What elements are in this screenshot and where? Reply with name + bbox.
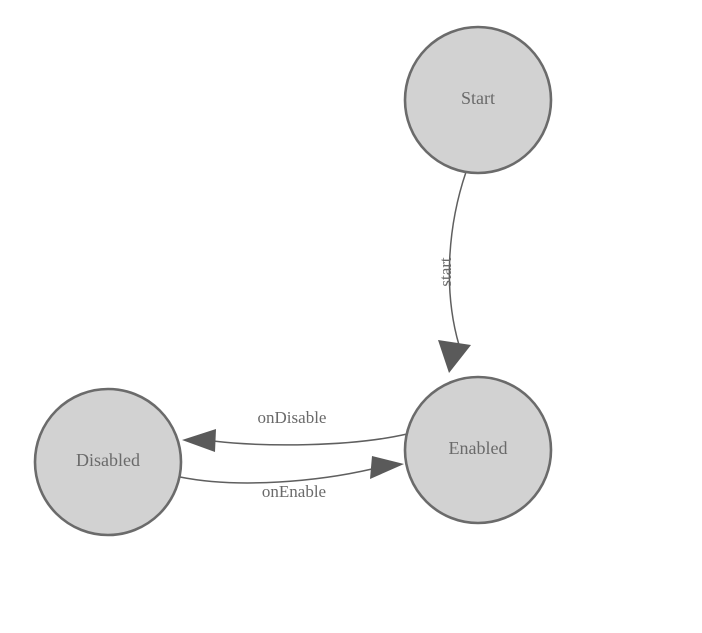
edge-label-onenable: onEnable bbox=[262, 482, 326, 501]
edge-enabled-to-disabled[interactable]: onDisable bbox=[182, 408, 408, 452]
edge-enabled-to-disabled-path bbox=[212, 433, 408, 446]
edge-disabled-to-enabled-path bbox=[179, 468, 373, 484]
state-node-disabled-circle bbox=[33, 387, 183, 537]
arrowhead-enabled-to-disabled bbox=[182, 429, 216, 452]
arrowhead-disabled-to-enabled bbox=[370, 456, 404, 479]
edge-label-ondisable: onDisable bbox=[258, 408, 327, 427]
state-node-disabled[interactable]: Disabled bbox=[33, 387, 183, 537]
state-node-start-circle bbox=[403, 25, 553, 175]
edge-disabled-to-enabled[interactable]: onEnable bbox=[179, 456, 404, 501]
state-node-disabled-label: Disabled bbox=[76, 450, 140, 470]
state-node-start-label: Start bbox=[461, 88, 495, 108]
state-node-enabled-label: Enabled bbox=[449, 438, 508, 458]
state-node-enabled-circle bbox=[403, 375, 553, 525]
arrowhead-start-to-enabled bbox=[438, 340, 471, 373]
edge-start-to-enabled-path bbox=[448, 171, 467, 346]
edge-label-start: start bbox=[436, 257, 455, 287]
state-node-enabled[interactable]: Enabled bbox=[403, 375, 553, 525]
state-node-start[interactable]: Start bbox=[403, 25, 553, 175]
edge-start-to-enabled[interactable]: start bbox=[436, 171, 471, 373]
